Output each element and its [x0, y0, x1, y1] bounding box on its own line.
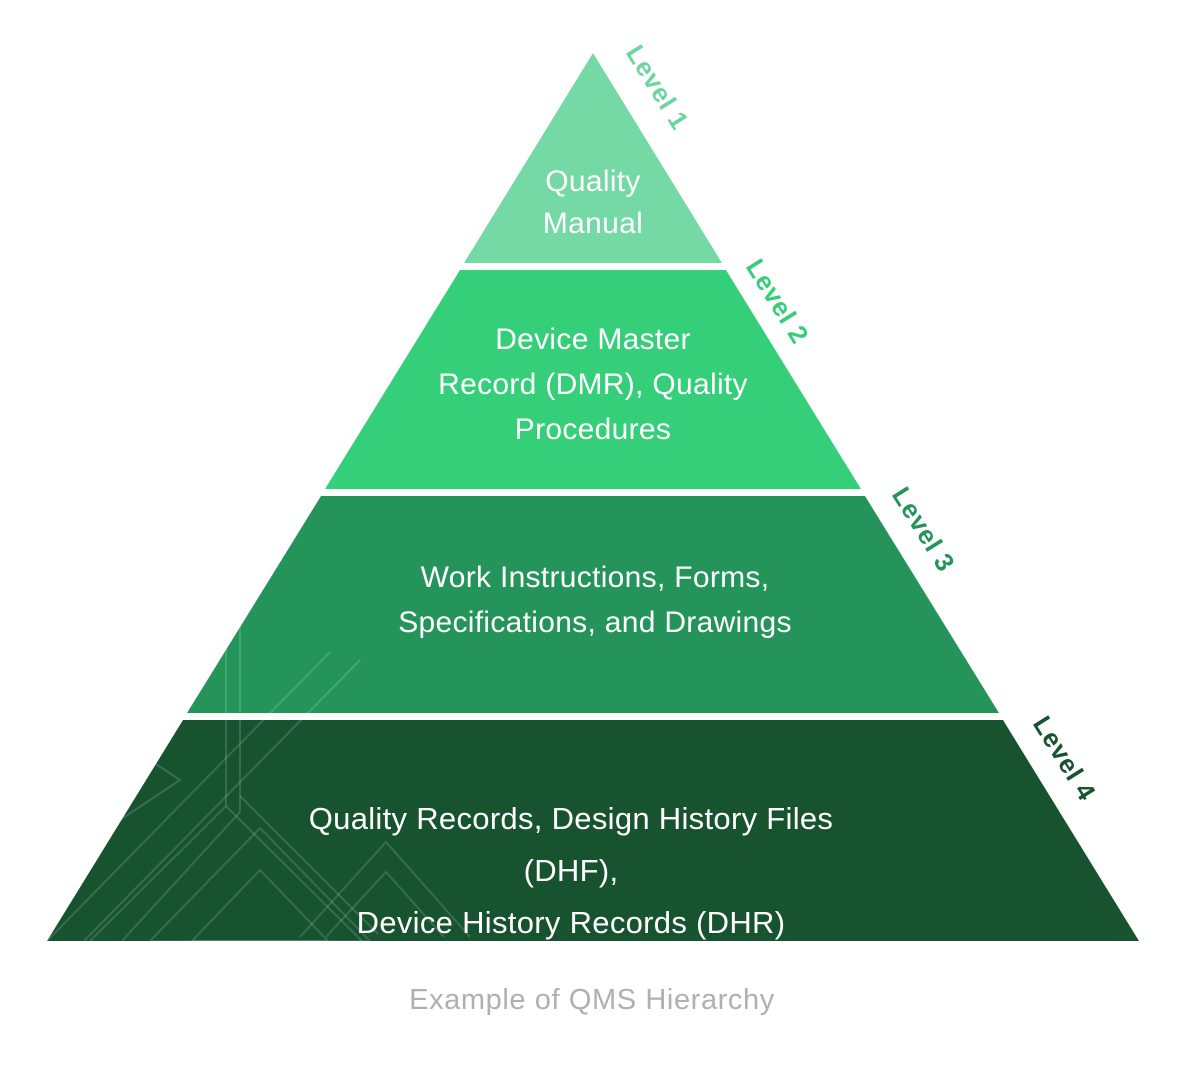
level-4-shape [47, 720, 1139, 941]
level-1-shape [464, 53, 722, 263]
diagram-caption: Example of QMS Hierarchy [409, 984, 775, 1016]
level-3-shape [187, 496, 999, 713]
level-2-shape [325, 270, 861, 489]
